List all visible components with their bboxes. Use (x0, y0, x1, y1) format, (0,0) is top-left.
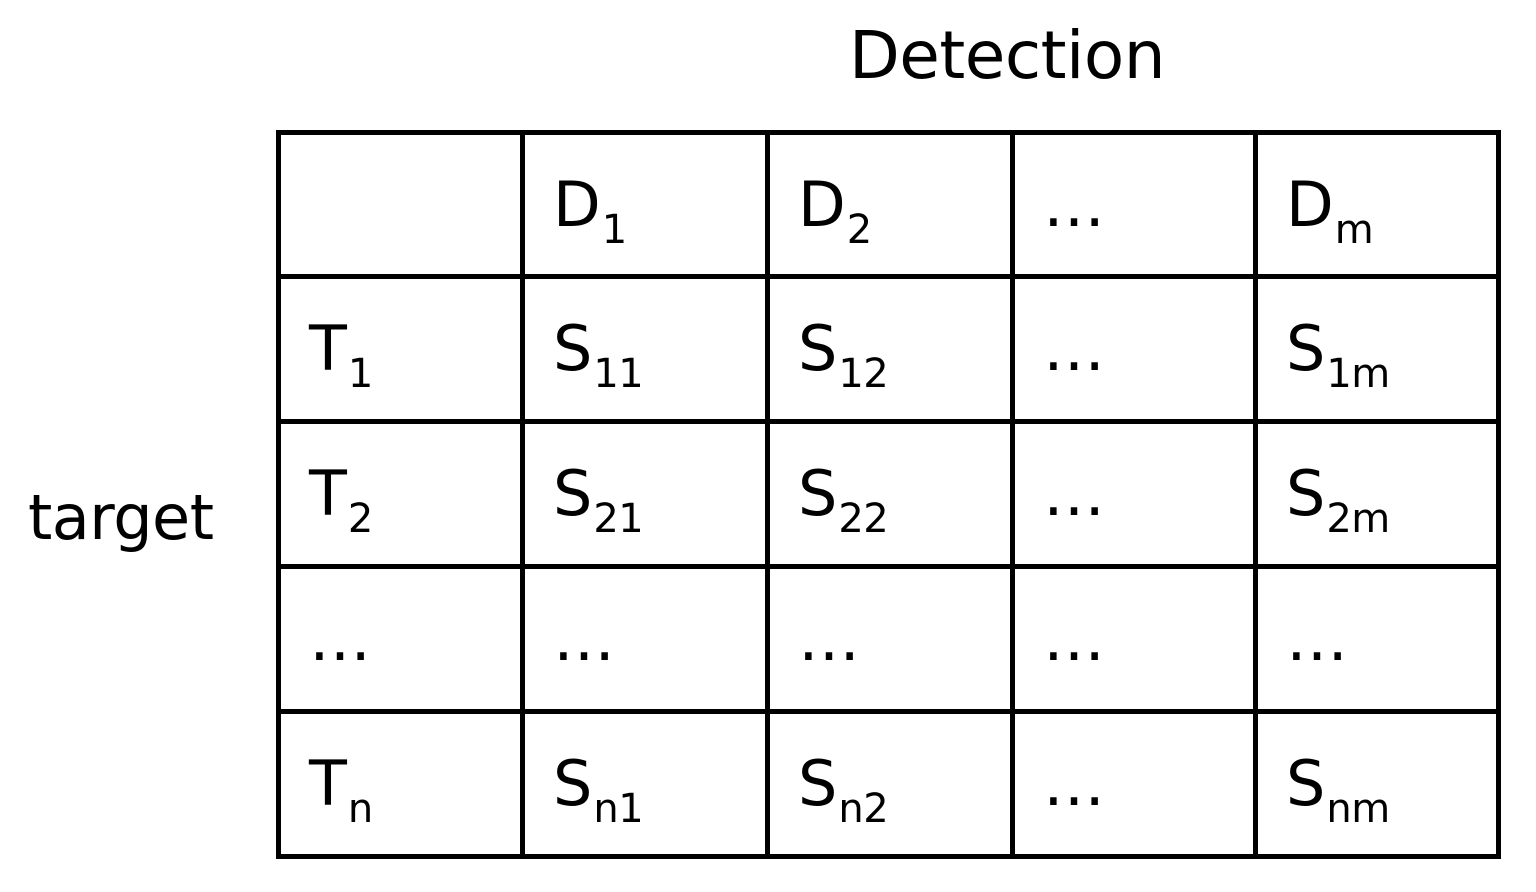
symbol-s22: S22 (798, 457, 889, 542)
symbol-sn2: Sn2 (798, 747, 889, 832)
cell-row2-ellipsis: … (1010, 419, 1258, 569)
cell-s22: S22 (765, 419, 1015, 569)
cell-s2m: S2m (1253, 419, 1501, 569)
cell-row3-col4-ellipsis: … (1253, 564, 1501, 714)
cell-row1-ellipsis: … (1010, 274, 1258, 424)
table-row: Tn Sn1 Sn2 … Snm (276, 709, 1501, 859)
cell-row4-ellipsis: … (1010, 709, 1258, 859)
table-row: T1 S11 S12 … S1m (276, 274, 1501, 424)
cell-row3-col3-ellipsis: … (1010, 564, 1258, 714)
ellipsis-glyph: … (1043, 457, 1107, 530)
column-header-d1: D1 (520, 130, 770, 279)
row-header-t2: T2 (276, 419, 525, 569)
symbol-s11: S11 (553, 312, 644, 397)
ellipsis-glyph: … (798, 602, 862, 675)
cell-s12: S12 (765, 274, 1015, 424)
column-header-dm: Dm (1253, 130, 1501, 279)
symbol-sn1: Sn1 (553, 747, 644, 832)
symbol-s2m: S2m (1286, 457, 1390, 542)
table-row: … … … … … (276, 564, 1501, 714)
column-header-d2: D2 (765, 130, 1015, 279)
symbol-t1: T1 (309, 312, 373, 397)
corner-cell (276, 130, 525, 279)
cell-sn1: Sn1 (520, 709, 770, 859)
cell-s21: S21 (520, 419, 770, 569)
ellipsis-glyph: … (1043, 312, 1107, 385)
cell-s1m: S1m (1253, 274, 1501, 424)
symbol-s1m: S1m (1286, 312, 1390, 397)
target-axis-title: target (28, 481, 214, 554)
symbol-d1: D1 (553, 167, 627, 253)
ellipsis-glyph: … (1286, 602, 1350, 675)
symbol-dm: Dm (1286, 167, 1374, 253)
symbol-s12: S12 (798, 312, 889, 397)
column-header-ellipsis: … (1010, 130, 1258, 279)
table-header-row: D1 D2 … Dm (276, 130, 1501, 279)
table-row: T2 S21 S22 … S2m (276, 419, 1501, 569)
symbol-d2: D2 (798, 167, 872, 253)
ellipsis-glyph: … (1043, 747, 1107, 820)
row-header-t1: T1 (276, 274, 525, 424)
symbol-snm: Snm (1286, 747, 1390, 832)
cell-snm: Snm (1253, 709, 1501, 859)
ellipsis-glyph: … (1043, 167, 1107, 241)
ellipsis-glyph: … (309, 602, 373, 675)
ellipsis-glyph: … (1043, 602, 1107, 675)
cell-s11: S11 (520, 274, 770, 424)
cell-row3-col1-ellipsis: … (520, 564, 770, 714)
symbol-t2: T2 (309, 457, 373, 542)
row-header-ellipsis: … (276, 564, 525, 714)
row-header-tn: Tn (276, 709, 525, 859)
cell-row3-col2-ellipsis: … (765, 564, 1015, 714)
symbol-s21: S21 (553, 457, 644, 542)
score-matrix-table: D1 D2 … Dm T1 S11 (276, 130, 1501, 859)
detection-axis-title: Detection (848, 17, 1166, 94)
symbol-tn: Tn (309, 747, 373, 832)
ellipsis-glyph: … (553, 602, 617, 675)
cell-sn2: Sn2 (765, 709, 1015, 859)
